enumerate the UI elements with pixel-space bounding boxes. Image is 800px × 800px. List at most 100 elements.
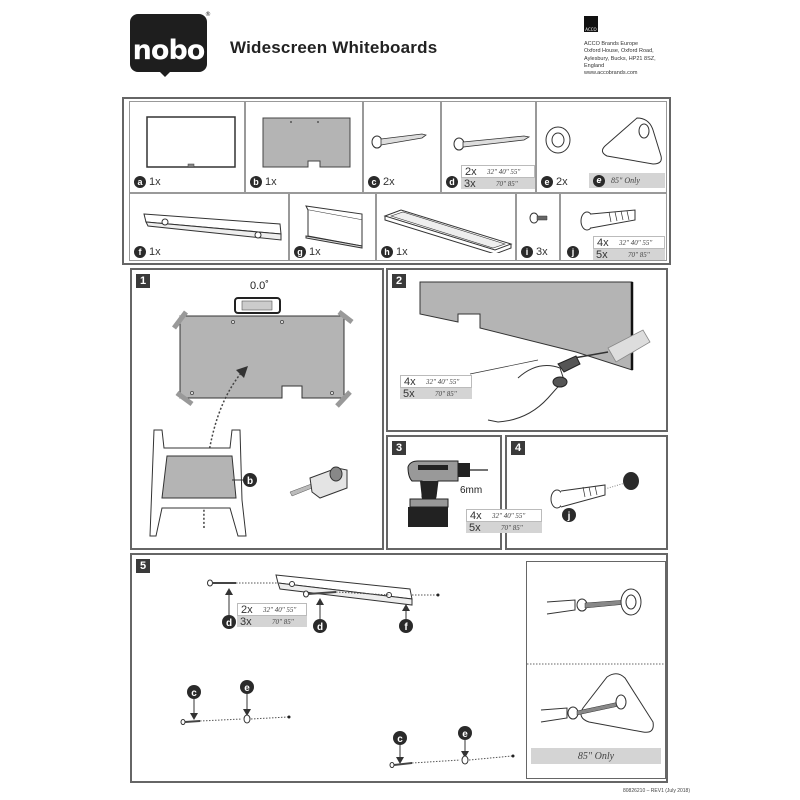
step-number: 2 bbox=[392, 274, 406, 288]
step-5-panel: 5 d d f c e c e bbox=[130, 553, 668, 783]
note-text: 85" Only bbox=[611, 176, 640, 185]
size-table: 2x 32" 40" 55" 3x 70" 85" bbox=[237, 603, 307, 628]
nobo-logo: nobo bbox=[130, 14, 207, 72]
step-4-illustration: j bbox=[550, 472, 639, 522]
short-screw-icon bbox=[371, 133, 427, 149]
detail-inset: 85" Only bbox=[526, 561, 666, 779]
address-line: England bbox=[584, 62, 605, 69]
part-letter-badge: h bbox=[381, 246, 393, 258]
size-models: 32" 40" 55" bbox=[619, 238, 653, 247]
template-sheet-icon bbox=[262, 117, 351, 168]
callout-e: e bbox=[462, 729, 468, 740]
tape-strip bbox=[172, 310, 354, 408]
hand-icon bbox=[487, 365, 565, 423]
whiteboard-icon bbox=[146, 116, 236, 168]
template-on-wall bbox=[179, 315, 345, 399]
document-reference: 80826210 – REV1 (July 2018) bbox=[623, 788, 690, 794]
step-number: 3 bbox=[392, 441, 406, 455]
detail-note: 85" Only bbox=[531, 748, 661, 764]
size-models: 70" 85" bbox=[272, 617, 294, 626]
size-qty: 3x bbox=[240, 615, 252, 628]
size-qty: 5x bbox=[596, 248, 608, 261]
callout-d: d bbox=[226, 618, 232, 629]
part-letter-badge: j bbox=[567, 246, 579, 258]
size-models: 32" 40" 55" bbox=[487, 167, 521, 176]
callout-e: e bbox=[244, 683, 250, 694]
size-qty: 2x bbox=[465, 165, 477, 178]
bracket-icon bbox=[305, 205, 363, 249]
size-qty: 5x bbox=[469, 521, 481, 534]
brand-text: nobo bbox=[132, 35, 206, 66]
callout-j: j bbox=[567, 511, 571, 522]
wall-rail-icon bbox=[143, 213, 282, 241]
step-2-illustration bbox=[419, 281, 651, 423]
address-line: www.accobrands.com bbox=[584, 70, 638, 77]
triangle-bracket-icon bbox=[601, 117, 662, 165]
part-quantity: 1x bbox=[149, 246, 161, 258]
part-quantity: 2x bbox=[556, 176, 568, 188]
part-letter-badge: g bbox=[294, 246, 306, 258]
size-models: 70" 85" bbox=[435, 389, 457, 398]
registered-mark: ® bbox=[205, 11, 211, 18]
step-number: 1 bbox=[136, 274, 150, 288]
step-1-panel: 1 0.0˚ b bbox=[130, 268, 384, 550]
acco-logo: ACCO bbox=[584, 16, 598, 32]
callout-c: c bbox=[397, 734, 403, 745]
level-reading: 0.0˚ bbox=[250, 280, 269, 292]
step-number: 4 bbox=[511, 441, 525, 455]
part-label: d bbox=[446, 176, 458, 188]
company-address: ACCO Brands Europe Oxford House, Oxford … bbox=[584, 41, 656, 77]
address-line: Oxford House, Oxford Road, bbox=[584, 48, 654, 55]
part-quantity: 1x bbox=[149, 176, 161, 188]
part-e-note: e 85" Only bbox=[589, 173, 665, 188]
address-line: ACCO Brands Europe bbox=[584, 41, 639, 47]
size-qty: 4x bbox=[597, 236, 609, 249]
page-title: Widescreen Whiteboards bbox=[230, 38, 438, 57]
part-letter-badge: b bbox=[250, 176, 262, 188]
size-models: 32" 40" 55" bbox=[263, 605, 297, 614]
callout-f: f bbox=[404, 622, 408, 633]
drill-size: 6mm bbox=[460, 485, 483, 496]
small-screw-icon bbox=[529, 212, 548, 224]
part-letter-badge: d bbox=[446, 176, 458, 188]
logo-tail bbox=[158, 70, 172, 77]
part-quantity: 1x bbox=[265, 176, 277, 188]
part-quantity: 3x bbox=[536, 246, 548, 258]
part-letter-badge: f bbox=[134, 246, 146, 258]
drill-icon bbox=[407, 460, 488, 527]
callout-d: d bbox=[317, 622, 323, 633]
part-letter-badge: c bbox=[368, 176, 380, 188]
pen-tray-icon bbox=[383, 209, 513, 253]
wall-plug-icon bbox=[580, 209, 636, 231]
size-models: 32" 40" 55" bbox=[426, 377, 460, 386]
size-models: 32" 40" 55" bbox=[492, 511, 526, 520]
part-quantity: 1x bbox=[396, 246, 408, 258]
callout-c: c bbox=[191, 688, 197, 699]
detail-illustration bbox=[527, 588, 665, 733]
screwdriver-icon bbox=[573, 351, 609, 359]
part-letter-badge: e bbox=[593, 174, 605, 187]
callout-b: b bbox=[247, 476, 253, 487]
step-number: 5 bbox=[136, 559, 150, 573]
size-models: 70" 85" bbox=[496, 179, 518, 188]
size-qty: 2x bbox=[241, 603, 253, 616]
part-quantity: 2x bbox=[383, 176, 395, 188]
size-qty: 4x bbox=[404, 375, 416, 388]
